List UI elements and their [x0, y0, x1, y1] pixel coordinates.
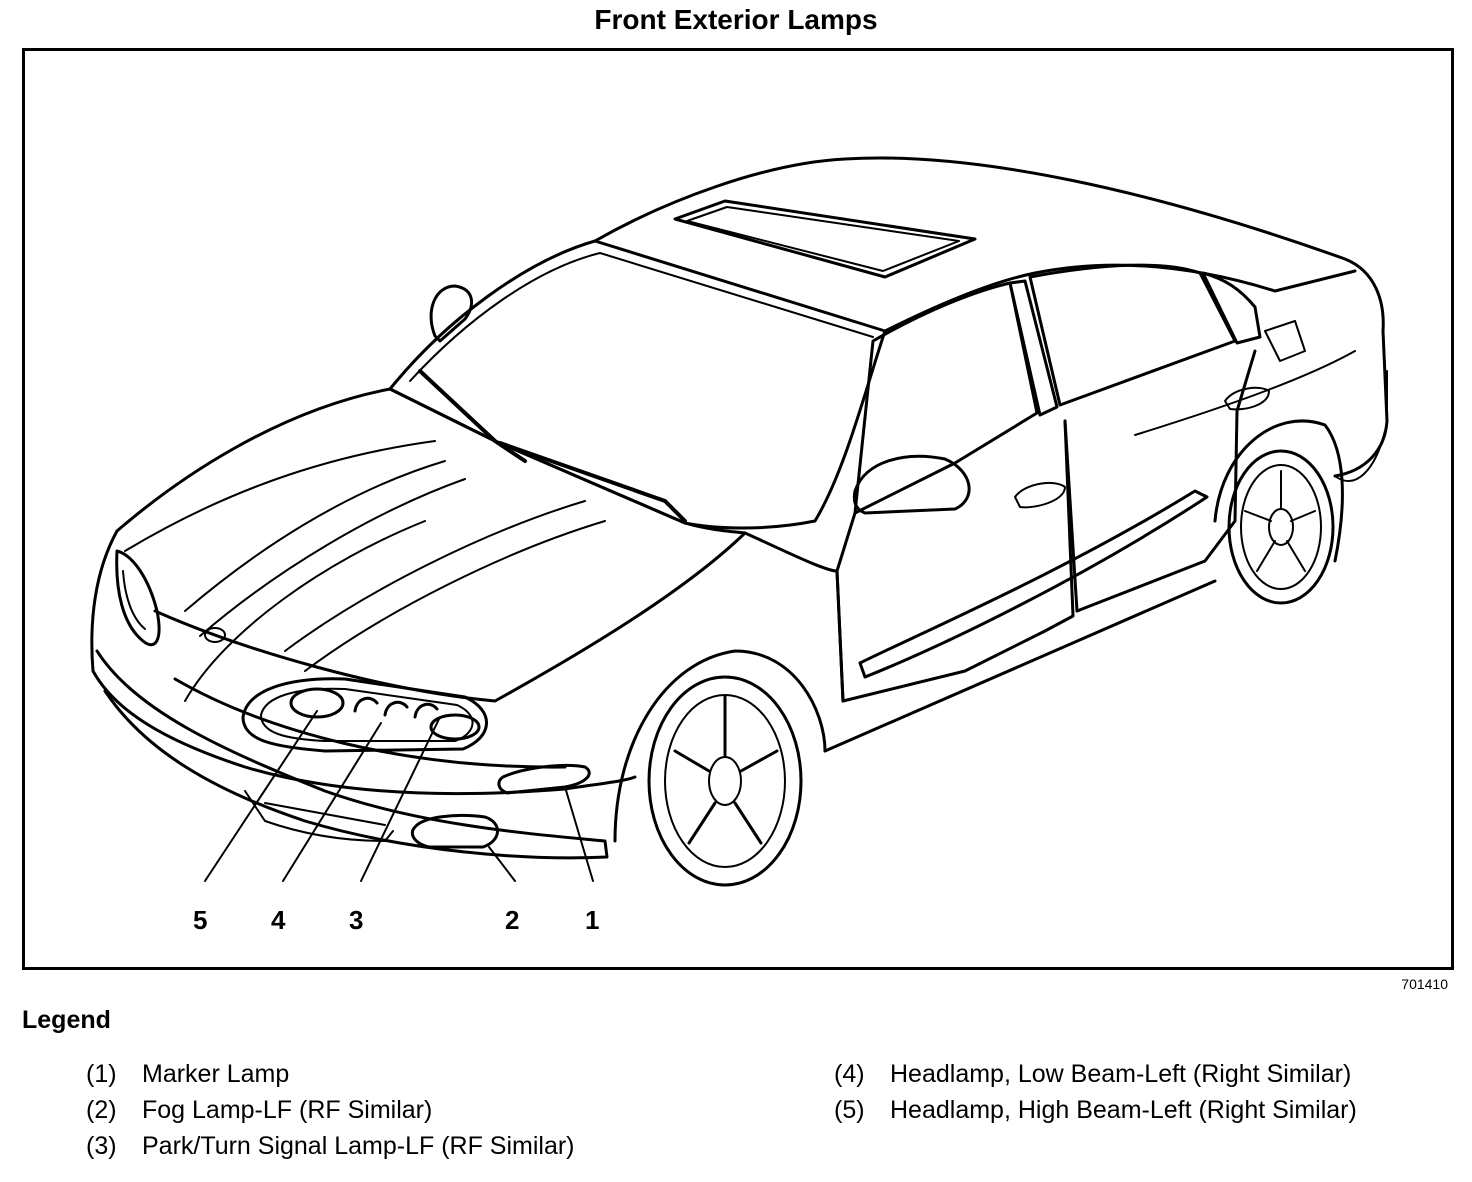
- legend-item: (5) Headlamp, High Beam-Left (Right Simil…: [834, 1092, 1357, 1128]
- leader-2: [488, 846, 516, 882]
- low-beam-lamp: [429, 713, 481, 741]
- rocker-panel: [823, 579, 1217, 753]
- headlamp-far-inner: [122, 570, 146, 630]
- page-title: Front Exterior Lamps: [594, 4, 878, 35]
- rear-bumper: [1334, 370, 1388, 482]
- legend-item: (4) Headlamp, Low Beam-Left (Right Simila…: [834, 1056, 1357, 1092]
- roofline-side: [883, 263, 1357, 333]
- lower-fascia: [95, 649, 609, 860]
- callout-5: 5: [193, 905, 207, 935]
- rear-side-window: [1028, 263, 1237, 407]
- headlamp-far: [115, 549, 161, 647]
- leader-1: [564, 786, 594, 882]
- legend-item: (1) Marker Lamp: [86, 1056, 575, 1092]
- front-side-window: [853, 281, 1039, 515]
- callout-1: 1: [585, 905, 599, 935]
- door-handle-front: [1014, 481, 1066, 509]
- mirror-far: [429, 284, 474, 343]
- leader-4: [282, 722, 382, 882]
- rear-wheel: [1213, 419, 1344, 605]
- fog-lamp: [410, 813, 499, 849]
- lower-grille: [244, 790, 394, 842]
- leader-3: [360, 718, 440, 882]
- windshield: [388, 239, 887, 530]
- legend-item-number: (2): [86, 1096, 117, 1124]
- hood-outline: [115, 387, 747, 703]
- hood-stripe-left: [124, 440, 436, 552]
- callout-2: 2: [505, 905, 519, 935]
- legend-item-text: Headlamp, High Beam-Left (Right Similar): [890, 1096, 1357, 1124]
- upper-bumper-line: [173, 677, 567, 769]
- door-handle-rear: [1224, 386, 1270, 411]
- legend-item-number: (1): [86, 1060, 117, 1088]
- lamp-inner: [260, 687, 474, 742]
- callout-4: 4: [271, 905, 286, 935]
- quarter-window: [1201, 271, 1262, 345]
- legend-item: (2) Fog Lamp-LF (RF Similar): [86, 1092, 575, 1128]
- callout-3: 3: [349, 905, 363, 935]
- front-wheel-arch: [613, 649, 827, 843]
- legend-heading: Legend: [22, 1006, 111, 1034]
- rear-door: [1063, 349, 1257, 613]
- front-fascia: [90, 529, 637, 795]
- figure-number: 701410: [1401, 976, 1448, 992]
- hood-emblem: [204, 627, 226, 643]
- front-wheel: [613, 649, 827, 887]
- hood-center-line: [184, 520, 426, 702]
- legend-item: (3) Park/Turn Signal Lamp-LF (RF Similar): [86, 1128, 575, 1164]
- sunroof-inner: [686, 206, 960, 272]
- body-crease: [1134, 350, 1356, 436]
- leader-5: [204, 710, 318, 882]
- legend-item-text: Marker Lamp: [142, 1060, 290, 1088]
- legend-column-left: (1) Marker Lamp (2) Fog Lamp-LF (RF Simila…: [86, 1056, 575, 1164]
- side-trim: [858, 489, 1209, 679]
- legend-column-right: (4) Headlamp, Low Beam-Left (Right Simila…: [834, 1056, 1357, 1128]
- legend-item-text: Headlamp, Low Beam-Left (Right Similar): [890, 1060, 1352, 1088]
- legend-item-number: (4): [834, 1060, 865, 1088]
- legend-item-number: (5): [834, 1096, 865, 1124]
- hood-stripe-1: [184, 460, 466, 637]
- b-pillar: [1008, 279, 1059, 417]
- sunroof: [673, 199, 977, 279]
- high-beam-lamp: [289, 687, 345, 719]
- park-lamp-segments: [353, 696, 439, 719]
- hood-stripe-2: [284, 500, 606, 672]
- door-mirror: [852, 454, 971, 515]
- car-illustration: 5 4 3 2 1: [90, 156, 1389, 935]
- legend-item-text: Park/Turn Signal Lamp-LF (RF Similar): [142, 1132, 575, 1160]
- legend-item-number: (3): [86, 1132, 117, 1160]
- windshield-inner: [409, 252, 874, 382]
- lamp-cluster: [241, 677, 488, 753]
- legend-item-text: Fog Lamp-LF (RF Similar): [142, 1096, 433, 1124]
- wiper-right: [498, 441, 687, 523]
- fuel-door: [1264, 320, 1306, 362]
- diagram-frame: 5 4 3 2 1: [22, 48, 1454, 970]
- front-fender: [743, 531, 845, 703]
- marker-lamp: [497, 764, 591, 795]
